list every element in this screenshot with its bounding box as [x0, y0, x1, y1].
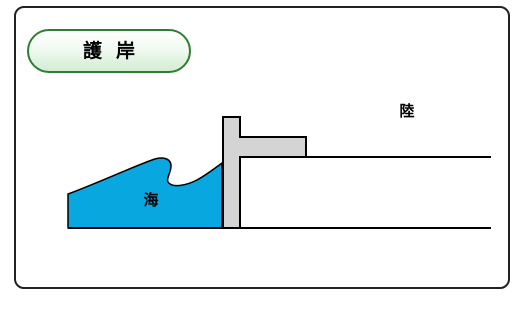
- diagram-title: 護岸: [82, 39, 149, 62]
- land-label: 陸: [399, 102, 414, 120]
- sea-label: 海: [143, 191, 158, 209]
- title-badge: 護岸: [27, 29, 191, 73]
- sea-water: [67, 157, 223, 229]
- seawall-structure: [222, 116, 307, 229]
